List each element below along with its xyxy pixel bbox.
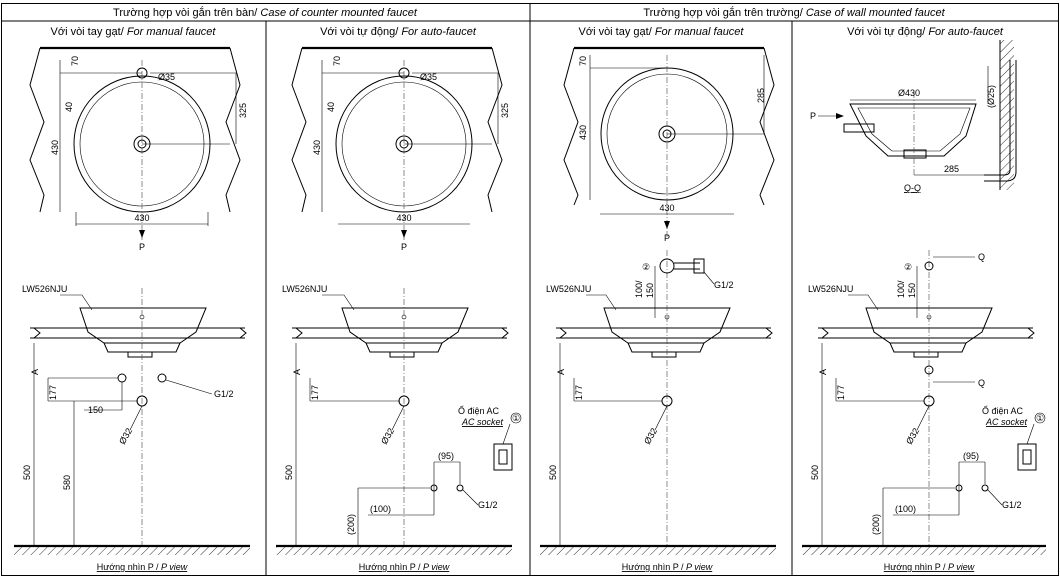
dim-200: (200): [346, 514, 356, 535]
dim-177: 177: [310, 385, 320, 400]
q-label-bottom: Q: [978, 378, 985, 388]
dim-dia-32: Ø32: [379, 426, 396, 446]
g12-label: G1/2: [1002, 500, 1022, 510]
view-arrow-p: P: [401, 242, 407, 252]
dim-500: 500: [284, 465, 294, 480]
dim-dia-32: Ø32: [642, 426, 659, 446]
callout-1: ①: [1036, 413, 1044, 423]
p-view-label-3: Hướng nhìn P / P view: [622, 562, 713, 572]
section-title-wall: Trường hợp vòi gắn trên trường/ Case of …: [643, 6, 945, 19]
panel-3-side-view: LW526NJU ② 100/ 150 G1/2 A 177 Ø32 500 H…: [540, 250, 776, 572]
panel-1-top-view: 70 Ø35 40 430 325 430 P: [29, 46, 248, 252]
view-arrow-p: P: [810, 111, 816, 121]
dim-faucet-h-a: 100/: [896, 280, 906, 298]
model-label: LW526NJU: [22, 284, 67, 294]
dim-95: (95): [963, 451, 979, 461]
dim-500: 500: [548, 465, 558, 480]
model-label: LW526NJU: [808, 284, 853, 294]
dim-dia-25: (Ø25): [986, 85, 996, 108]
dim-325: 325: [238, 103, 248, 118]
dim-faucet-h-b: 150: [645, 283, 655, 298]
dim-95: (95): [438, 451, 454, 461]
dim-177: 177: [574, 385, 584, 400]
panel-2-subtitle: Với vòi tự động/ For auto-faucet: [320, 26, 477, 38]
panel-2-side-view: LW526NJU A 177 Ø32 500 (95) (100) (20: [276, 284, 522, 572]
dim-40: 40: [64, 102, 74, 112]
dim-200: (200): [871, 514, 881, 535]
section-qq-label: Q-Q: [904, 183, 921, 193]
dim-430-h: 430: [659, 203, 674, 213]
dim-dia-32: Ø32: [904, 426, 921, 446]
dim-580: 580: [62, 475, 72, 490]
panel-4-side-view: LW526NJU Q Q ② 100/: [802, 250, 1046, 572]
panel-4-subtitle: Với vòi tự động/ For auto-faucet: [847, 26, 1004, 38]
g12-label: G1/2: [714, 280, 734, 290]
ac-socket-label-en: AC socket: [461, 417, 504, 427]
dim-500: 500: [810, 465, 820, 480]
dim-dia-35: Ø35: [158, 72, 175, 82]
dim-dia-430: Ø430: [898, 88, 920, 98]
dim-430-v: 430: [312, 140, 322, 155]
dim-faucet-h-a: 100/: [634, 280, 644, 298]
q-label-top: Q: [978, 252, 985, 262]
p-view-label-1: Hướng nhìn P / P view: [97, 562, 188, 572]
dim-faucet-h-b: 150: [907, 283, 917, 298]
dim-430-v: 430: [50, 140, 60, 155]
dim-a: A: [30, 369, 40, 375]
dim-a: A: [818, 369, 828, 375]
view-arrow-p: P: [664, 233, 670, 243]
dim-325: 325: [500, 103, 510, 118]
dim-100: (100): [370, 504, 391, 514]
ac-socket-label-en: AC socket: [985, 417, 1028, 427]
panel-2-top-view: 70 Ø35 40 430 325 430 P: [291, 46, 510, 252]
dim-70: 70: [578, 56, 588, 66]
dim-dia-32: Ø32: [117, 426, 134, 446]
dim-100: (100): [895, 504, 916, 514]
dim-500: 500: [22, 465, 32, 480]
dim-430-h: 430: [396, 213, 411, 223]
dim-177: 177: [48, 385, 58, 400]
view-arrow-p: P: [139, 242, 145, 252]
model-label: LW526NJU: [282, 284, 327, 294]
dim-430-h: 430: [134, 213, 149, 223]
p-view-label-2: Hướng nhìn P / P view: [359, 562, 450, 572]
dim-70: 70: [70, 56, 80, 66]
callout-2: ②: [642, 262, 650, 272]
panel-1-subtitle: Với vòi tay gạt/ For manual faucet: [51, 26, 217, 38]
dim-285: 285: [944, 164, 959, 174]
model-label: LW526NJU: [546, 284, 591, 294]
panel-1-side-view: LW526NJU A 177 150 G1/2 Ø32 500 580 Hướn…: [14, 284, 250, 572]
dim-150: 150: [88, 405, 103, 415]
dim-40: 40: [326, 102, 336, 112]
section-title-counter: Trường hợp vòi gắn trên bàn/ Case of cou…: [113, 6, 418, 19]
dim-a: A: [292, 369, 302, 375]
dim-430-v: 430: [578, 125, 588, 140]
callout-1: ①: [512, 413, 520, 423]
ac-socket-label-vi: Ổ điện AC: [982, 405, 1024, 416]
dim-177: 177: [836, 385, 846, 400]
dim-285: 285: [756, 88, 766, 103]
dim-a: A: [556, 369, 566, 375]
ac-socket-label-vi: Ổ điện AC: [458, 405, 500, 416]
panel-3-subtitle: Với vòi tay gạt/ For manual faucet: [579, 26, 745, 38]
p-view-label-4: Hướng nhìn P / P view: [884, 562, 975, 572]
dim-70: 70: [332, 56, 342, 66]
panel-4-section-view: Ø430 (Ø25) 285 P Q-Q: [810, 40, 1017, 193]
g12-label: G1/2: [478, 500, 498, 510]
panel-3-top-view: 70 430 285 430 P: [563, 46, 775, 243]
g12-label: G1/2: [214, 389, 234, 399]
dim-dia-35: Ø35: [420, 72, 437, 82]
callout-2: ②: [904, 262, 912, 272]
